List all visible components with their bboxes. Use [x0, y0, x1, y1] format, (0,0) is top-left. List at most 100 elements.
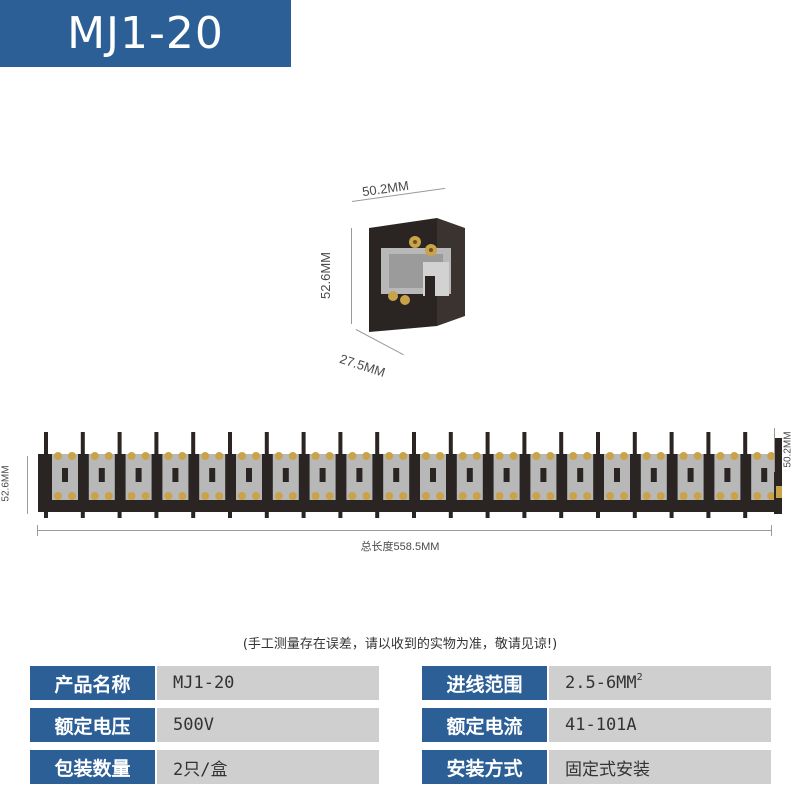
- strip-screw: [458, 492, 467, 500]
- terminal-strip-image: [38, 432, 782, 518]
- unit-width-label: 50.2MM: [361, 177, 410, 200]
- strip-screw: [583, 452, 592, 460]
- strip-slot: [614, 468, 620, 482]
- strip-screw: [238, 452, 246, 460]
- spec-value: 固定式安装: [549, 750, 771, 784]
- strip-screw: [753, 452, 762, 460]
- strip-screw: [127, 492, 136, 500]
- strip-screw: [325, 452, 334, 460]
- strip-screw: [422, 492, 430, 500]
- strip-screw: [569, 452, 578, 460]
- strip-slot: [466, 468, 473, 482]
- strip-divider: [485, 432, 490, 518]
- measurement-note: (手工测量存在误差，请以收到的实物为准，敬请见谅!): [242, 637, 558, 652]
- strip-screw: [399, 492, 408, 500]
- strip-height-label: 52.6MM: [0, 465, 12, 502]
- strip-screw: [362, 452, 371, 460]
- strip-divider: [632, 432, 637, 518]
- strip-divider: [338, 432, 343, 518]
- strip-divider: [117, 432, 122, 518]
- strip-screw: [472, 452, 481, 460]
- strip-screw: [753, 492, 762, 500]
- strip-divider: [559, 432, 564, 518]
- strip-slot: [282, 468, 289, 482]
- strip-screw: [348, 452, 357, 460]
- strip-screw: [509, 452, 518, 460]
- strip-divider: [154, 432, 159, 518]
- strip-divider: [522, 432, 527, 518]
- strip-screw: [569, 492, 578, 500]
- strip-screw: [679, 452, 688, 460]
- strip-screw: [90, 452, 99, 460]
- spec-label: 进线范围: [422, 666, 547, 700]
- strip-height-line: [27, 456, 28, 514]
- strip-divider: [228, 432, 232, 518]
- strip-screw: [767, 492, 776, 500]
- strip-divider: [412, 432, 416, 518]
- strip-slot: [319, 468, 326, 482]
- spec-value: MJ1-20: [157, 666, 379, 700]
- unit-height-label: 52.6MM: [317, 252, 333, 299]
- unit-depth-label: 27.5MM: [337, 351, 388, 380]
- strip-screw: [422, 452, 430, 460]
- strip-screw: [606, 452, 614, 460]
- strip-screw: [472, 492, 481, 500]
- strip-screw: [311, 492, 320, 500]
- title-banner: MJ1-20: [0, 0, 291, 67]
- strip-divider: [743, 432, 748, 518]
- strip-screw: [201, 452, 210, 460]
- spec-value: 41-101A: [549, 708, 771, 742]
- strip-screw: [656, 492, 665, 500]
- total-length-line: [37, 530, 772, 531]
- strip-screw: [436, 492, 444, 500]
- strip-slot: [540, 468, 547, 482]
- strip-screw: [716, 452, 725, 460]
- strip-divider: [596, 432, 600, 518]
- spec-value: 500V: [157, 708, 379, 742]
- spec-value: 2只/盒: [157, 750, 379, 784]
- strip-screw: [215, 452, 224, 460]
- strip-slot: [761, 468, 768, 482]
- product-title: MJ1-20: [67, 8, 224, 59]
- strip-screw: [730, 452, 739, 460]
- total-length-tick-left: [37, 525, 38, 536]
- strip-screw: [385, 492, 394, 500]
- strip-screw: [54, 492, 62, 500]
- strip-slot: [135, 468, 142, 482]
- strip-slot: [209, 468, 216, 482]
- spec-value-superscript: 2: [636, 671, 643, 683]
- strip-slot: [650, 468, 657, 482]
- strip-screw: [288, 492, 297, 500]
- strip-screw: [104, 452, 113, 460]
- spec-label: 产品名称: [30, 666, 155, 700]
- strip-screw: [546, 492, 555, 500]
- strip-divider: [669, 432, 674, 518]
- strip-divider: [80, 432, 85, 518]
- strip-screw: [362, 492, 371, 500]
- strip-screw: [620, 452, 628, 460]
- strip-screw: [348, 492, 357, 500]
- strip-screw: [656, 452, 665, 460]
- strip-screw: [54, 452, 62, 460]
- strip-screw: [252, 492, 260, 500]
- strip-screw: [642, 452, 651, 460]
- strip-screw: [458, 452, 467, 460]
- strip-screw: [274, 492, 283, 500]
- strip-divider: [301, 432, 306, 518]
- strip-screw: [164, 452, 173, 460]
- strip-slot: [62, 468, 68, 482]
- strip-screw: [311, 452, 320, 460]
- strip-screw: [767, 452, 776, 460]
- strip-screw: [178, 492, 187, 500]
- strip-screw: [509, 492, 518, 500]
- strip-divider: [375, 432, 380, 518]
- strip-slot: [393, 468, 400, 482]
- strip-screw: [620, 492, 628, 500]
- strip-slot: [687, 468, 694, 482]
- strip-divider: [448, 432, 453, 518]
- strip-slot: [430, 468, 436, 482]
- strip-slot: [172, 468, 179, 482]
- spec-label: 安装方式: [422, 750, 547, 784]
- spec-label: 额定电压: [30, 708, 155, 742]
- strip-slot: [503, 468, 510, 482]
